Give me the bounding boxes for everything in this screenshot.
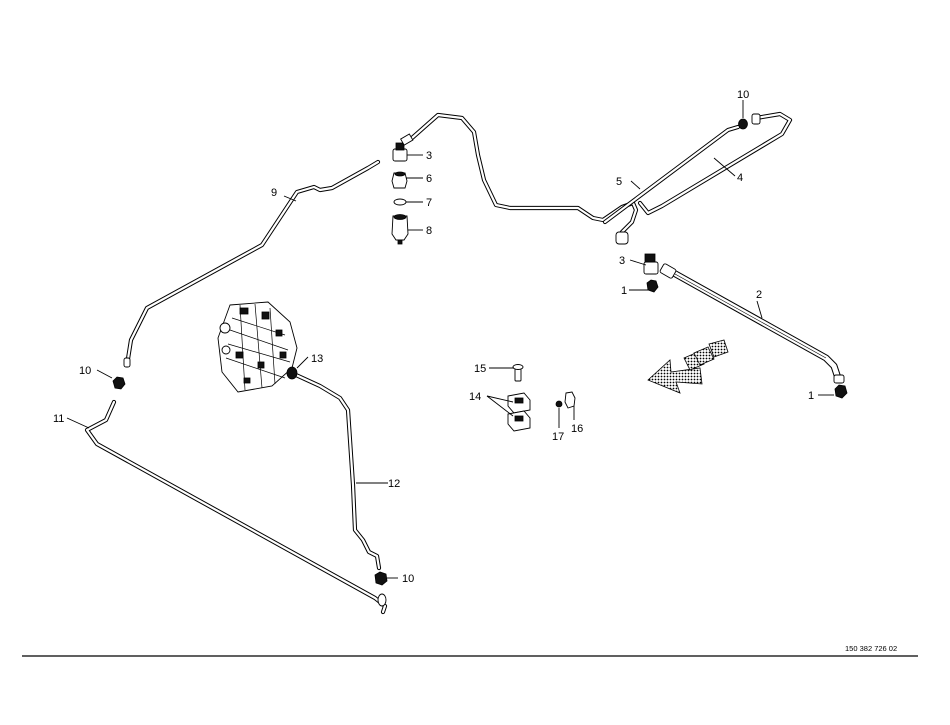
label-14: 14 [469, 391, 481, 403]
label-4: 4 [737, 172, 743, 184]
label-10-lower: 10 [402, 573, 414, 585]
label-17: 17 [552, 431, 564, 443]
label-16: 16 [571, 423, 583, 435]
direction-arrow [647, 339, 729, 394]
label-1-left: 1 [621, 285, 627, 297]
fitting-8 [391, 214, 409, 245]
fitting-1-right [833, 374, 848, 399]
label-13: 13 [311, 353, 323, 365]
label-2: 2 [756, 289, 762, 301]
fitting-3-upper [392, 133, 414, 162]
fitting-1-left [646, 279, 659, 293]
drawing-reference: 150 382 726 02 [845, 644, 897, 653]
label-1-right: 1 [808, 390, 814, 402]
label-6: 6 [426, 173, 432, 185]
pipe-upper [409, 112, 639, 245]
label-15: 15 [474, 363, 486, 375]
part-labels: 3 6 7 8 9 5 4 10 3 1 2 1 10 11 12 10 13 … [53, 89, 814, 585]
label-11: 11 [53, 413, 64, 425]
hose-2 [668, 268, 842, 382]
label-3-upper: 3 [426, 150, 432, 162]
label-9: 9 [271, 187, 277, 199]
leader-lines [66, 100, 834, 579]
fitting-10-lower [374, 571, 388, 607]
fitting-3-lower [615, 231, 677, 279]
label-8: 8 [426, 225, 432, 237]
label-10-upper-right: 10 [737, 89, 749, 101]
pipe-11 [84, 399, 388, 615]
label-5: 5 [616, 176, 622, 188]
label-10-left: 10 [79, 365, 91, 377]
pipe-9 [124, 159, 381, 368]
fitting-10-left [112, 357, 131, 390]
label-7: 7 [426, 197, 432, 209]
pipe-5 [602, 124, 741, 225]
fitting-10-upper-right [738, 113, 761, 130]
o-ring-7 [393, 198, 407, 206]
pipe-12 [293, 372, 382, 571]
label-12: 12 [388, 478, 400, 490]
label-3-lower: 3 [619, 255, 625, 267]
pipe-4 [637, 111, 793, 216]
fitting-6 [391, 171, 408, 189]
clamp-assembly [507, 364, 576, 432]
control-valve-block [217, 301, 298, 393]
